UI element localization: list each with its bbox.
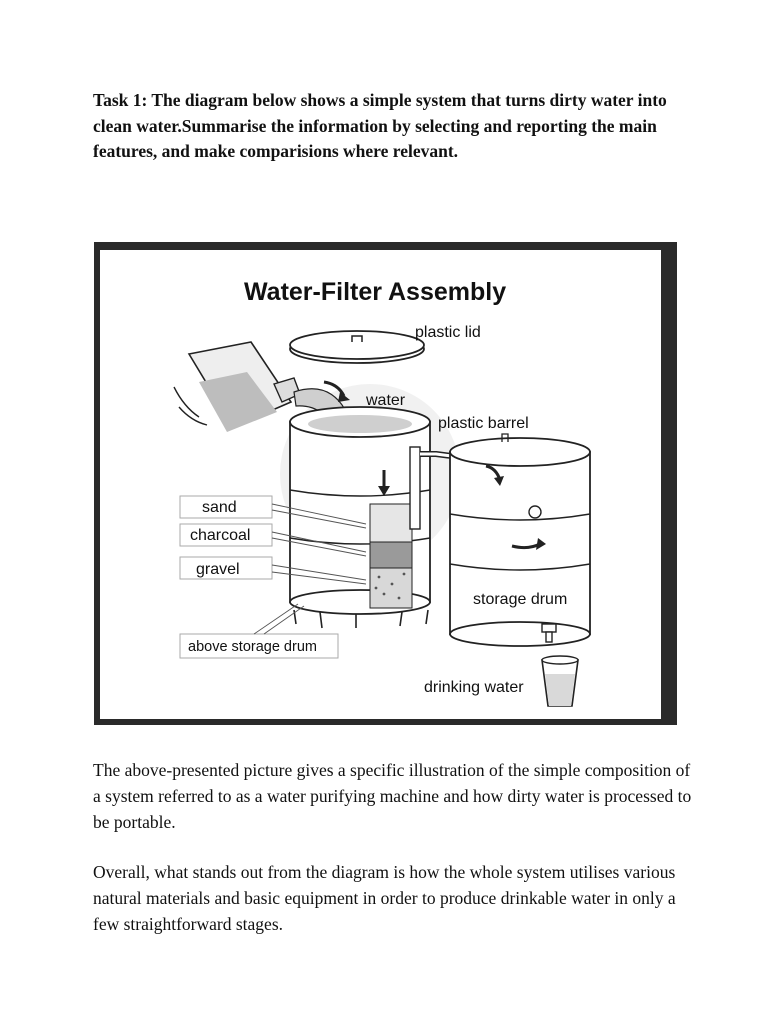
storage-drum <box>449 433 591 647</box>
label-sand: sand <box>202 499 237 516</box>
task-prompt: Task 1: The diagram below shows a simple… <box>93 90 667 161</box>
drinking-glass <box>541 655 579 707</box>
label-drinking-water: drinking water <box>424 679 524 696</box>
diagram-figure: Water-Filter Assembly plastic lid water <box>94 242 677 725</box>
water-filter-diagram: Water-Filter Assembly plastic lid water <box>100 250 661 719</box>
paragraph-intro: The above-presented picture gives a spec… <box>93 760 692 832</box>
water-jug <box>173 341 301 432</box>
label-water: water <box>365 392 406 409</box>
layer-labels: sand charcoal gravel above storage drum <box>179 495 367 659</box>
label-plastic-lid: plastic lid <box>415 324 481 341</box>
label-gravel: gravel <box>196 561 240 578</box>
paragraph-overview: Overall, what stands out from the diagra… <box>93 862 676 934</box>
label-storage-drum: storage drum <box>473 591 567 608</box>
diagram-title: Water-Filter Assembly <box>244 278 506 306</box>
label-above-storage-drum: above storage drum <box>188 639 317 655</box>
label-plastic-barrel: plastic barrel <box>438 415 529 432</box>
label-charcoal: charcoal <box>190 527 250 544</box>
